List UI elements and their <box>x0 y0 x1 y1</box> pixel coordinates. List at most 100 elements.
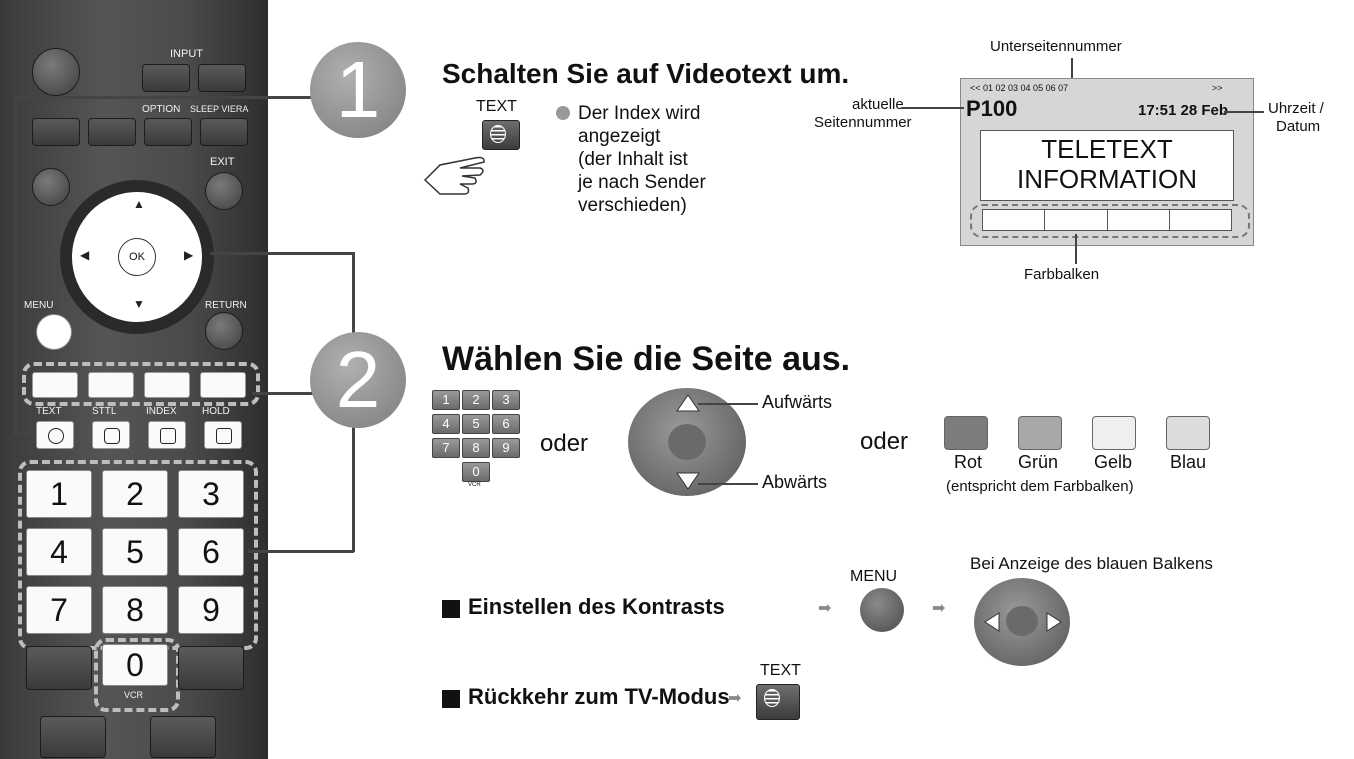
step1-description: Der Index wird angezeigt (der Inhalt ist… <box>578 102 778 217</box>
page-number: P100 <box>966 96 1018 121</box>
step1-desc-line-3: (der Inhalt ist <box>578 149 688 170</box>
return-button[interactable] <box>205 312 243 350</box>
step1-text-key[interactable] <box>482 120 520 150</box>
step1-desc-line-5: verschieden) <box>578 195 687 216</box>
subpage-number-label: Unterseitennummer <box>990 38 1122 55</box>
func-button-1[interactable] <box>32 118 80 146</box>
nav-left-arrow[interactable]: ◀ <box>80 248 90 262</box>
number-key-1[interactable]: 1 <box>26 470 92 518</box>
color-buttons-highlight <box>22 362 260 406</box>
hold-button[interactable] <box>204 421 242 449</box>
current-page-pointer <box>902 107 964 109</box>
number-key-4[interactable]: 4 <box>26 528 92 576</box>
subpage-pointer <box>1071 58 1073 88</box>
red-label: Rot <box>954 452 983 472</box>
text-button[interactable] <box>36 421 74 449</box>
square-bullet-icon-2 <box>442 690 460 708</box>
blue-bar-note: Bei Anzeige des blauen Balkens <box>970 554 1213 573</box>
contrast-menu-label: MENU <box>850 568 898 585</box>
yellow-color-button[interactable] <box>1092 416 1136 450</box>
up-arrow-icon <box>676 394 700 412</box>
ok-button[interactable]: OK <box>118 238 156 276</box>
color-bar-blue <box>1170 210 1231 230</box>
connector-step2-top <box>210 252 354 255</box>
nav-right-arrow[interactable]: ▶ <box>184 248 194 262</box>
hold-label: HOLD <box>202 406 230 417</box>
arrow-right-icon-1: ➡ <box>818 600 832 617</box>
yellow-label: Gelb <box>1094 452 1133 472</box>
menu-button[interactable] <box>36 314 72 350</box>
number-key-0[interactable]: 0 <box>102 644 168 686</box>
func-button-2[interactable] <box>88 118 136 146</box>
blue-color-button[interactable] <box>1166 416 1210 450</box>
nav-up-arrow[interactable]: ▲ <box>133 197 145 211</box>
number-key-2[interactable]: 2 <box>102 470 168 518</box>
number-key-8[interactable]: 8 <box>102 586 168 634</box>
input-av-button[interactable] <box>198 64 246 92</box>
keypad-8[interactable]: 8 <box>462 438 490 458</box>
right-bottom-key[interactable] <box>178 646 244 690</box>
sleep-button[interactable] <box>200 118 248 146</box>
number-key-3[interactable]: 3 <box>178 470 244 518</box>
index-icon <box>160 428 176 444</box>
power-button[interactable] <box>32 48 80 96</box>
keypad-0[interactable]: 0 <box>462 462 490 482</box>
bottom-key-1[interactable] <box>40 716 106 758</box>
blue-button[interactable] <box>200 372 246 398</box>
time-label-2: Datum <box>1276 118 1321 135</box>
color-bar-pointer <box>1075 234 1077 264</box>
nav-down-arrow[interactable]: ▼ <box>133 297 145 311</box>
bottom-key-2[interactable] <box>150 716 216 758</box>
option-button[interactable] <box>144 118 192 146</box>
sleep-viera-label: SLEEP VIERA <box>190 104 249 114</box>
yellow-button[interactable] <box>144 372 190 398</box>
tvmode-text-key[interactable] <box>756 684 800 720</box>
left-bottom-key[interactable] <box>26 646 92 690</box>
green-button[interactable] <box>88 372 134 398</box>
keypad-2[interactable]: 2 <box>462 390 490 410</box>
down-pointer <box>698 483 758 485</box>
sttl-label: STTL <box>92 406 117 417</box>
number-key-9[interactable]: 9 <box>178 586 244 634</box>
step-1-badge: 1 <box>310 42 406 138</box>
current-page-label-1: aktuelle <box>852 96 904 113</box>
keypad-7[interactable]: 7 <box>432 438 460 458</box>
input-tv-button[interactable] <box>142 64 190 92</box>
teletext-info-box: TELETEXT INFORMATION <box>980 130 1234 201</box>
contrast-dpad-center[interactable] <box>1006 606 1038 636</box>
remote-control: INPUT OPTION SLEEP VIERA EXIT ▲ ▼ ◀ ▶ OK… <box>0 0 268 759</box>
sttl-button[interactable] <box>92 421 130 449</box>
color-bar-highlight <box>970 204 1250 238</box>
green-color-button[interactable] <box>1018 416 1062 450</box>
index-label: INDEX <box>146 406 177 417</box>
index-button[interactable] <box>148 421 186 449</box>
keypad-6[interactable]: 6 <box>492 414 520 434</box>
right-arrow-icon <box>1046 612 1062 632</box>
keypad-4[interactable]: 4 <box>432 414 460 434</box>
connector-step2-color <box>252 392 322 395</box>
step1-desc-line-2: angezeigt <box>578 126 661 147</box>
menu-label: MENU <box>24 300 54 311</box>
info-line-1: TELETEXT <box>1041 134 1173 164</box>
red-color-button[interactable] <box>944 416 988 450</box>
number-key-5[interactable]: 5 <box>102 528 168 576</box>
square-bullet-icon <box>442 600 460 618</box>
dpad-center[interactable] <box>668 424 706 460</box>
keypad-3[interactable]: 3 <box>492 390 520 410</box>
keypad-9[interactable]: 9 <box>492 438 520 458</box>
red-button[interactable] <box>32 372 78 398</box>
number-key-7[interactable]: 7 <box>26 586 92 634</box>
menu-round-button[interactable] <box>860 588 904 632</box>
arrow-right-icon-2: ➡ <box>932 600 946 617</box>
number-key-6[interactable]: 6 <box>178 528 244 576</box>
exit-button[interactable] <box>205 172 243 210</box>
step2-heading: Wählen Sie die Seite aus. <box>442 340 851 378</box>
blue-label: Blau <box>1170 452 1207 472</box>
current-page-label-2: Seitennummer <box>814 114 912 131</box>
left-round-button[interactable] <box>32 168 70 206</box>
pointing-hand-icon <box>423 156 485 195</box>
keypad-1[interactable]: 1 <box>432 390 460 410</box>
time-label-1: Uhrzeit / <box>1268 100 1324 117</box>
down-label: Abwärts <box>762 472 828 492</box>
keypad-5[interactable]: 5 <box>462 414 490 434</box>
